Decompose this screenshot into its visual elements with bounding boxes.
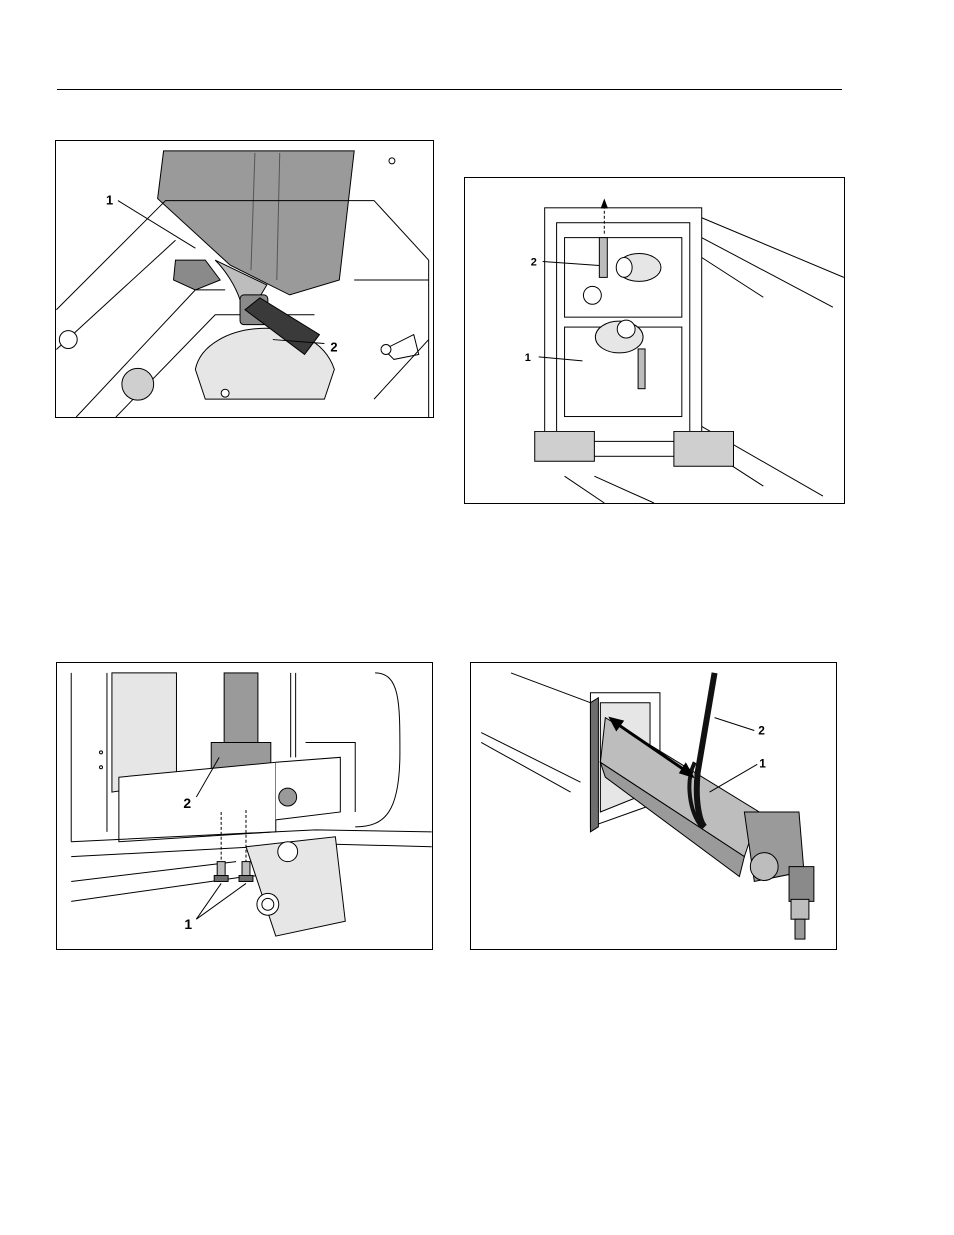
figure-1: 1 2 bbox=[55, 140, 434, 418]
callout-1: 1 bbox=[525, 352, 531, 364]
figure-3: 2 1 bbox=[56, 662, 433, 950]
figure-4: 2 1 bbox=[470, 662, 837, 950]
callout-2: 2 bbox=[183, 795, 191, 811]
figure-4-illustration: 2 1 bbox=[471, 663, 836, 949]
callout-2: 2 bbox=[758, 724, 765, 738]
figure-2-illustration: 2 1 bbox=[465, 178, 844, 503]
callout-1: 1 bbox=[184, 916, 192, 932]
figure-1-illustration: 1 2 bbox=[56, 141, 433, 417]
callout-1: 1 bbox=[106, 193, 113, 208]
figure-3-illustration: 2 1 bbox=[57, 663, 432, 949]
header-rule bbox=[57, 89, 842, 90]
figure-2: 2 1 bbox=[464, 177, 845, 504]
callout-1: 1 bbox=[759, 756, 766, 770]
callout-2: 2 bbox=[531, 256, 537, 268]
callout-2: 2 bbox=[330, 339, 337, 354]
